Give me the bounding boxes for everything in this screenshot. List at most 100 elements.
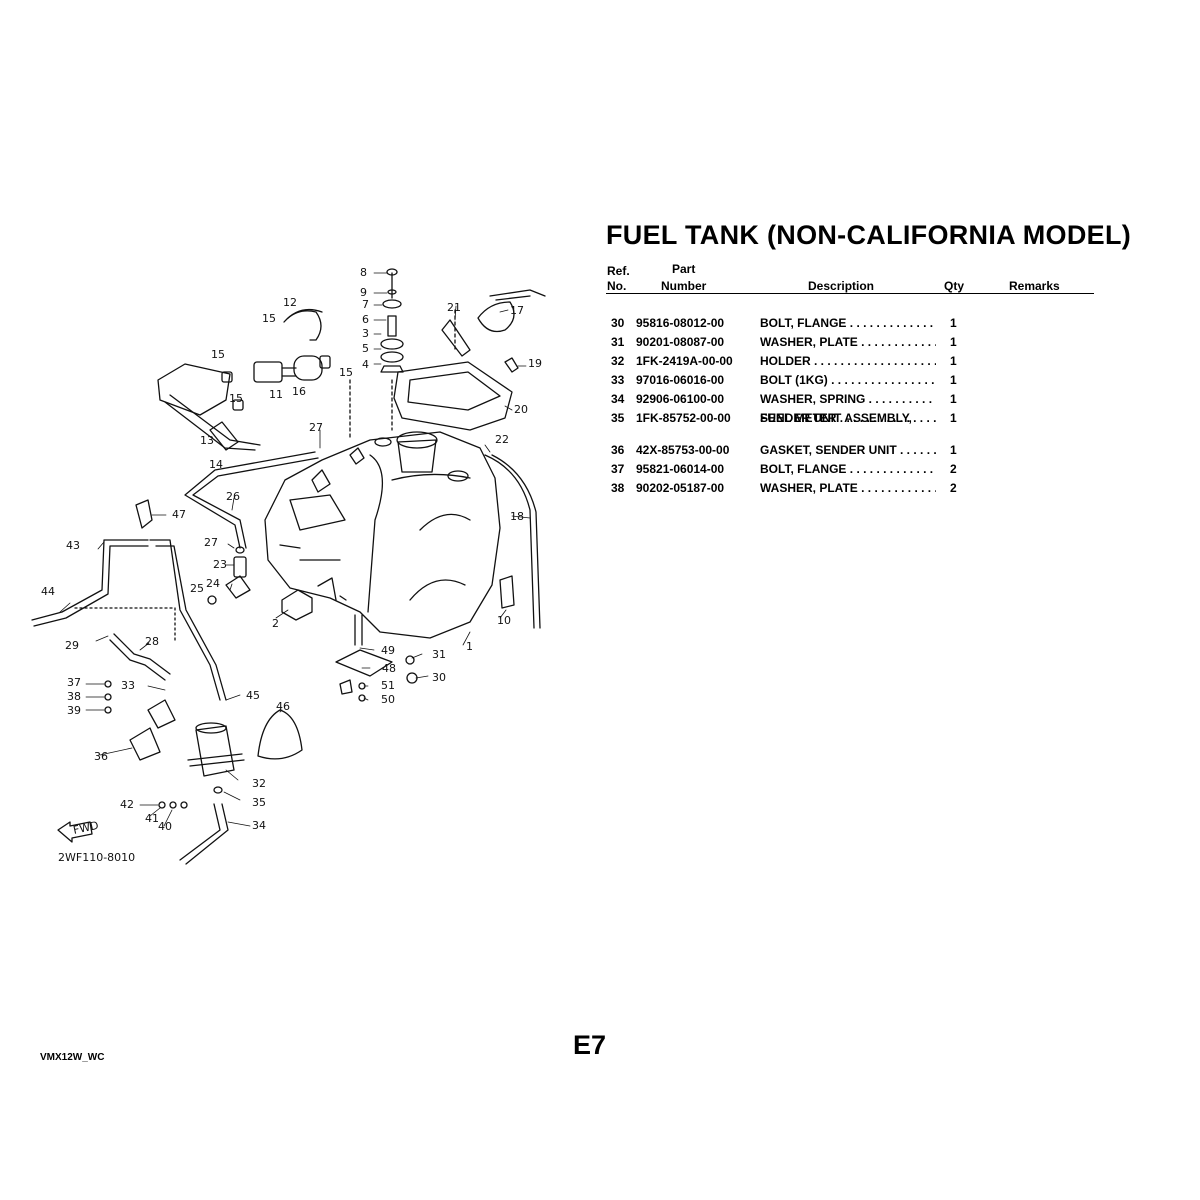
callout-number: 34 <box>252 819 266 832</box>
figure-code: 2WF110-8010 <box>58 851 135 864</box>
row-qty: 1 <box>950 373 957 387</box>
row-ref: 32 <box>611 354 625 368</box>
row-ref: 31 <box>611 335 625 349</box>
callout-number: 23 <box>213 558 227 571</box>
callout-number: 36 <box>94 750 108 763</box>
header-qty: Qty <box>944 279 965 293</box>
table-row: 35 1FK-85752-00-00 SENDER UNIT ASSEMBLY,FU… <box>606 411 1096 427</box>
row-qty: 1 <box>950 411 957 425</box>
callout-number: 49 <box>381 644 395 657</box>
header-description: Description <box>808 279 875 293</box>
row-part-number: 95821-06014-00 <box>636 462 725 476</box>
callout-number: 29 <box>65 639 79 652</box>
row-qty: 1 <box>950 316 957 330</box>
row-description: SENDER UNIT ASSEMBLY, <box>760 411 912 425</box>
callout-number: 32 <box>252 777 266 790</box>
header-ref: Ref. <box>607 264 630 278</box>
small-hardware <box>104 680 112 714</box>
row-description: WASHER, PLATE . . . . . . . . . . . . . … <box>760 481 936 495</box>
row-qty: 1 <box>950 335 957 349</box>
page-id: E7 <box>573 1030 607 1060</box>
filter-group <box>129 699 303 865</box>
row-part-number: 42X-85753-00-00 <box>636 443 730 457</box>
row-qty: 2 <box>950 481 957 495</box>
row-description: WASHER, PLATE . . . . . . . . . . . . . … <box>760 335 936 349</box>
sender-unit-group <box>335 575 515 702</box>
callout-number: 37 <box>67 676 81 689</box>
callout-number: 48 <box>382 662 396 675</box>
callout-number: 5 <box>362 342 369 355</box>
callout-number: 9 <box>360 286 367 299</box>
header-no: No. <box>607 279 627 293</box>
header-rule <box>606 293 1094 294</box>
row-part-number: 1FK-85752-00-00 <box>636 411 731 425</box>
callout-number: 16 <box>292 385 306 398</box>
callout-number: 41 <box>145 812 159 825</box>
header-remarks: Remarks <box>1009 279 1060 293</box>
callout-labels: 1234567891011121314151515151617181920212… <box>41 266 542 833</box>
tray-and-cap <box>393 289 546 431</box>
fitting-group <box>207 546 313 621</box>
callout-number: 24 <box>206 577 220 590</box>
callout-number: 6 <box>362 313 369 326</box>
row-description: BOLT (1KG) . . . . . . . . . . . . . . .… <box>760 373 936 387</box>
callout-number: 19 <box>528 357 542 370</box>
row-description: HOLDER . . . . . . . . . . . . . . . . .… <box>760 354 936 368</box>
row-description-line2: FUEL METER . . . . . . . . . . . . . . .… <box>760 411 936 425</box>
row-ref: 33 <box>611 373 625 387</box>
callout-number: 10 <box>497 614 511 627</box>
row-qty: 1 <box>950 392 957 406</box>
callout-number: 15 <box>229 392 243 405</box>
row-part-number: 92906-06100-00 <box>636 392 725 406</box>
pump-group <box>157 308 351 451</box>
callout-number: 38 <box>67 690 81 703</box>
table-row: 38 90202-05187-00 WASHER, PLATE . . . . . … <box>606 481 1096 497</box>
callout-number: 11 <box>269 388 283 401</box>
row-part-number: 90202-05187-00 <box>636 481 725 495</box>
header-number: Number <box>661 279 707 293</box>
callout-number: 4 <box>362 358 369 371</box>
fwd-label: FWD <box>72 819 100 837</box>
row-description: GASKET, SENDER UNIT . . . . . . . . . . … <box>760 443 936 457</box>
callout-number: 46 <box>276 700 290 713</box>
callout-number: 17 <box>510 304 524 317</box>
fwd-arrow-icon <box>57 821 93 843</box>
callout-number: 13 <box>200 434 214 447</box>
row-qty: 1 <box>950 443 957 457</box>
callout-number: 21 <box>447 301 461 314</box>
callout-number: 8 <box>360 266 367 279</box>
row-description: WASHER, SPRING . . . . . . . . . . . . .… <box>760 392 936 406</box>
callout-number: 31 <box>432 648 446 661</box>
mounting-stack <box>380 268 404 431</box>
callout-number: 25 <box>190 582 204 595</box>
row-part-number: 90201-08087-00 <box>636 335 725 349</box>
row-ref: 37 <box>611 462 625 476</box>
callout-number: 18 <box>510 510 524 523</box>
callout-number: 45 <box>246 689 260 702</box>
callout-number: 42 <box>120 798 134 811</box>
callout-number: 7 <box>362 298 369 311</box>
callout-number: 43 <box>66 539 80 552</box>
row-description: BOLT, FLANGE . . . . . . . . . . . . . .… <box>760 462 936 476</box>
callout-number: 51 <box>381 679 395 692</box>
row-ref: 35 <box>611 411 625 425</box>
callout-number: 27 <box>309 421 323 434</box>
leader-lines <box>59 272 531 827</box>
callout-number: 26 <box>226 490 240 503</box>
row-part-number: 1FK-2419A-00-00 <box>636 354 733 368</box>
row-ref: 34 <box>611 392 625 406</box>
callout-number: 2 <box>272 617 279 630</box>
table-row: 32 1FK-2419A-00-00 HOLDER . . . . . . . . … <box>606 354 1096 370</box>
callout-number: 50 <box>381 693 395 706</box>
row-qty: 2 <box>950 462 957 476</box>
fuel-tank-body <box>264 431 501 639</box>
fuel-lines-left <box>31 499 227 701</box>
callout-number: 39 <box>67 704 81 717</box>
row-qty: 1 <box>950 354 957 368</box>
row-ref: 38 <box>611 481 625 495</box>
callout-number: 1 <box>466 640 473 653</box>
callout-number: 28 <box>145 635 159 648</box>
callout-number: 12 <box>283 296 297 309</box>
